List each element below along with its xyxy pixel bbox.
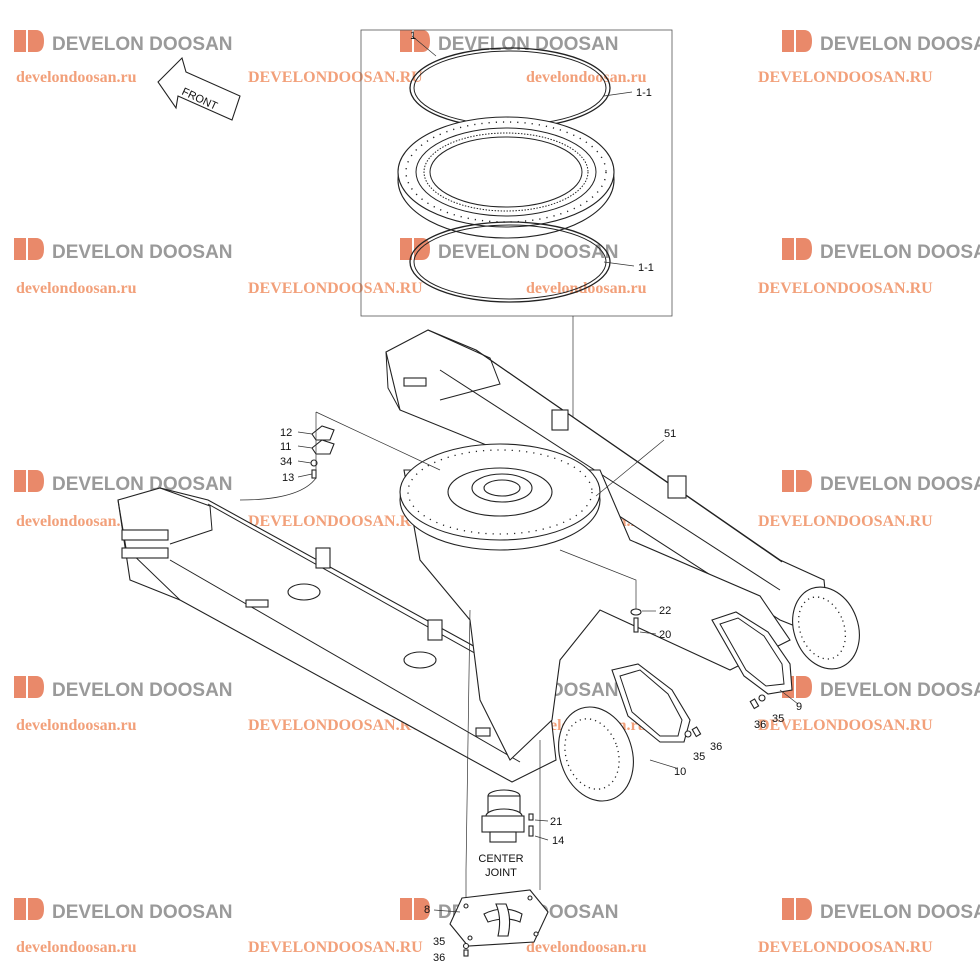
hardware-cluster-left: 12 11 34 13	[280, 411, 441, 484]
watermark-site-text: DEVELONDOOSAN.RU	[758, 939, 933, 956]
watermark-brand-text: DEVELON DOOSAN	[52, 242, 233, 263]
callout-14: 14	[552, 835, 564, 847]
watermark-site-text: develondoosan.ru	[16, 513, 137, 530]
watermark-logo-r3c1: DEVELON DOOSAN	[14, 470, 233, 495]
watermark-site-text: develondoosan.ru	[526, 939, 647, 956]
watermark-logo-r1c1: DEVELON DOOSAN	[14, 30, 233, 55]
watermark-logo-r1c3: DEVELON DOOSAN	[782, 30, 980, 55]
callout-1: 1	[410, 30, 416, 42]
watermark-logo-r4c3: DEVELON DOOSAN	[782, 676, 980, 701]
watermark-brand-text: DEVELON DOOSAN	[52, 902, 233, 923]
swing-bearing	[397, 116, 615, 239]
watermark-logo-r2c1: DEVELON DOOSAN	[14, 238, 233, 263]
watermark-brand-text: DEVELON DOOSAN	[820, 902, 980, 923]
swing-bearing-group: 1 1-1 1-1	[360, 29, 673, 470]
callout-20: 20	[659, 629, 671, 641]
watermark-brand-text: DEVELON DOOSAN	[52, 680, 233, 701]
callout-1-1-bottom: 1-1	[638, 262, 654, 274]
callout-35-middle: 35	[693, 751, 705, 763]
watermark-site-text: develondoosan.ru	[16, 717, 137, 734]
center-joint: 21 14 CENTER JOINT	[465, 609, 564, 900]
front-arrow: FRONT	[157, 56, 241, 121]
callout-35-bottom: 35	[433, 936, 445, 948]
callout-34: 34	[280, 456, 292, 468]
watermark-site-text: develondoosan.ru	[16, 280, 137, 297]
watermark-site-text: DEVELONDOOSAN.RU	[758, 280, 933, 297]
bolt-washer-22-20: 22 20	[559, 549, 671, 641]
center-joint-label-line1: CENTER	[478, 853, 523, 865]
watermark-site-text: DEVELONDOOSAN.RU	[758, 69, 933, 86]
watermark-brand-text: DEVELON DOOSAN	[820, 242, 980, 263]
watermark-site-text: DEVELONDOOSAN.RU	[248, 939, 423, 956]
watermark-logo-r4c1: DEVELON DOOSAN	[14, 676, 233, 701]
callout-1-1-top: 1-1	[636, 87, 652, 99]
callout-51: 51	[664, 428, 676, 440]
watermark-logo-r2c2: DEVELON DOOSAN	[400, 238, 619, 263]
exploded-view-frame	[360, 29, 673, 317]
watermark-site-text: DEVELONDOOSAN.RU	[248, 280, 423, 297]
callout-36-bottom: 36	[433, 952, 445, 964]
lower-track-frame	[117, 329, 860, 802]
hardware-cluster-right: 9 35 36	[749, 689, 802, 731]
callout-35-right: 35	[772, 713, 784, 725]
callout-13: 13	[282, 472, 294, 484]
seal-ring-bottom	[409, 221, 611, 303]
callout-36-middle: 36	[710, 741, 722, 753]
watermark-logo-r5c1: DEVELON DOOSAN	[14, 898, 233, 923]
callout-22: 22	[659, 605, 671, 617]
callout-10: 10	[674, 766, 686, 778]
watermark-site-text: develondoosan.ru	[526, 69, 647, 86]
watermark-site-text: DEVELONDOOSAN.RU	[248, 513, 423, 530]
watermark-site-text: DEVELONDOOSAN.RU	[758, 717, 933, 734]
watermark-site-text: DEVELONDOOSAN.RU	[248, 717, 423, 734]
callout-12: 12	[280, 427, 292, 439]
callout-36-right: 36	[754, 719, 766, 731]
center-joint-label-line2: JOINT	[485, 867, 517, 879]
watermark-site-text: DEVELONDOOSAN.RU	[758, 513, 933, 530]
watermark-brand-text: DEVELON DOOSAN	[438, 242, 619, 263]
watermark-brand-text: DEVELON DOOSAN	[820, 474, 980, 495]
bottom-cover-8: 8 35 36	[424, 889, 549, 964]
callout-21: 21	[550, 816, 562, 828]
seal-ring-top	[409, 47, 611, 129]
watermark-brand-text: DEVELON DOOSAN	[820, 680, 980, 701]
hardware-cluster-middle: 10 35 36	[649, 726, 722, 778]
watermark-site-text: DEVELONDOOSAN.RU	[248, 69, 423, 86]
watermark-logo-r3c3: DEVELON DOOSAN	[782, 470, 980, 495]
watermark-brand-text: DEVELON DOOSAN	[820, 34, 980, 55]
callout-11: 11	[280, 441, 291, 453]
watermark-site-text: develondoosan.ru	[16, 939, 137, 956]
watermark-site-text: develondoosan.ru	[16, 69, 137, 86]
watermark-brand-text: DEVELON DOOSAN	[52, 474, 233, 495]
callout-9: 9	[796, 701, 802, 713]
watermark-logo-r2c3: DEVELON DOOSAN	[782, 238, 980, 263]
watermark-logo-r5c3: DEVELON DOOSAN	[782, 898, 980, 923]
cover-plate-9	[711, 611, 793, 695]
callout-8: 8	[424, 904, 430, 916]
watermark-brand-text: DEVELON DOOSAN	[52, 34, 233, 55]
